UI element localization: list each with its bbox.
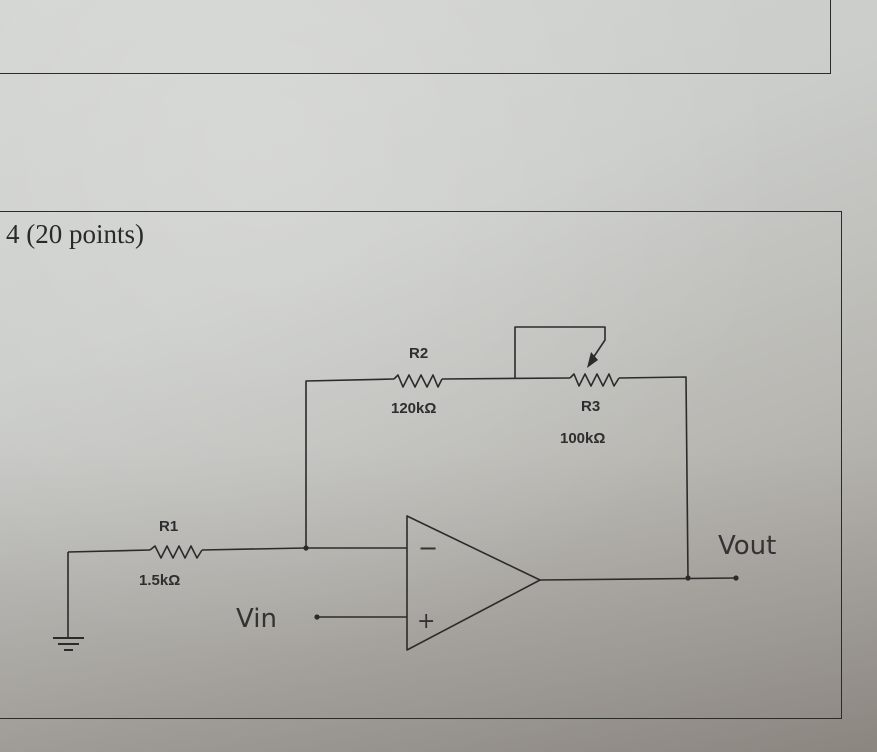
wire-r2-r3 [441, 377, 571, 380]
inverting-input-symbol: − [418, 534, 438, 562]
resistor-r1 [149, 545, 203, 559]
wiper-arrow-icon [587, 352, 598, 368]
wire-output [539, 577, 737, 581]
previous-question-box [0, 0, 831, 74]
r3-label: R3 [581, 398, 600, 415]
r3-value: 100kΩ [560, 430, 605, 447]
vin-label: Vin [236, 604, 277, 634]
wire-wiper-loop [514, 326, 606, 378]
r2-label: R2 [409, 345, 428, 362]
wire-feedback-right [618, 376, 689, 579]
ground-icon [53, 637, 84, 651]
junction-dot [685, 575, 691, 581]
opamp-symbol [406, 515, 541, 651]
r1-label: R1 [159, 518, 178, 535]
junction-dot [303, 545, 309, 551]
wire-r1-left [67, 549, 151, 553]
question-4-box [0, 211, 842, 719]
vout-terminal [733, 575, 739, 581]
r2-value: 120kΩ [391, 400, 436, 417]
question-title: 4 (20 points) [6, 219, 144, 249]
vin-terminal [314, 614, 320, 620]
vout-label: Vout [718, 531, 776, 561]
r1-value: 1.5kΩ [139, 572, 180, 589]
wire-feedback-left [305, 378, 395, 548]
potentiometer-r3 [569, 373, 620, 387]
noninverting-input-symbol: + [417, 609, 435, 634]
resistor-r2 [393, 374, 443, 388]
